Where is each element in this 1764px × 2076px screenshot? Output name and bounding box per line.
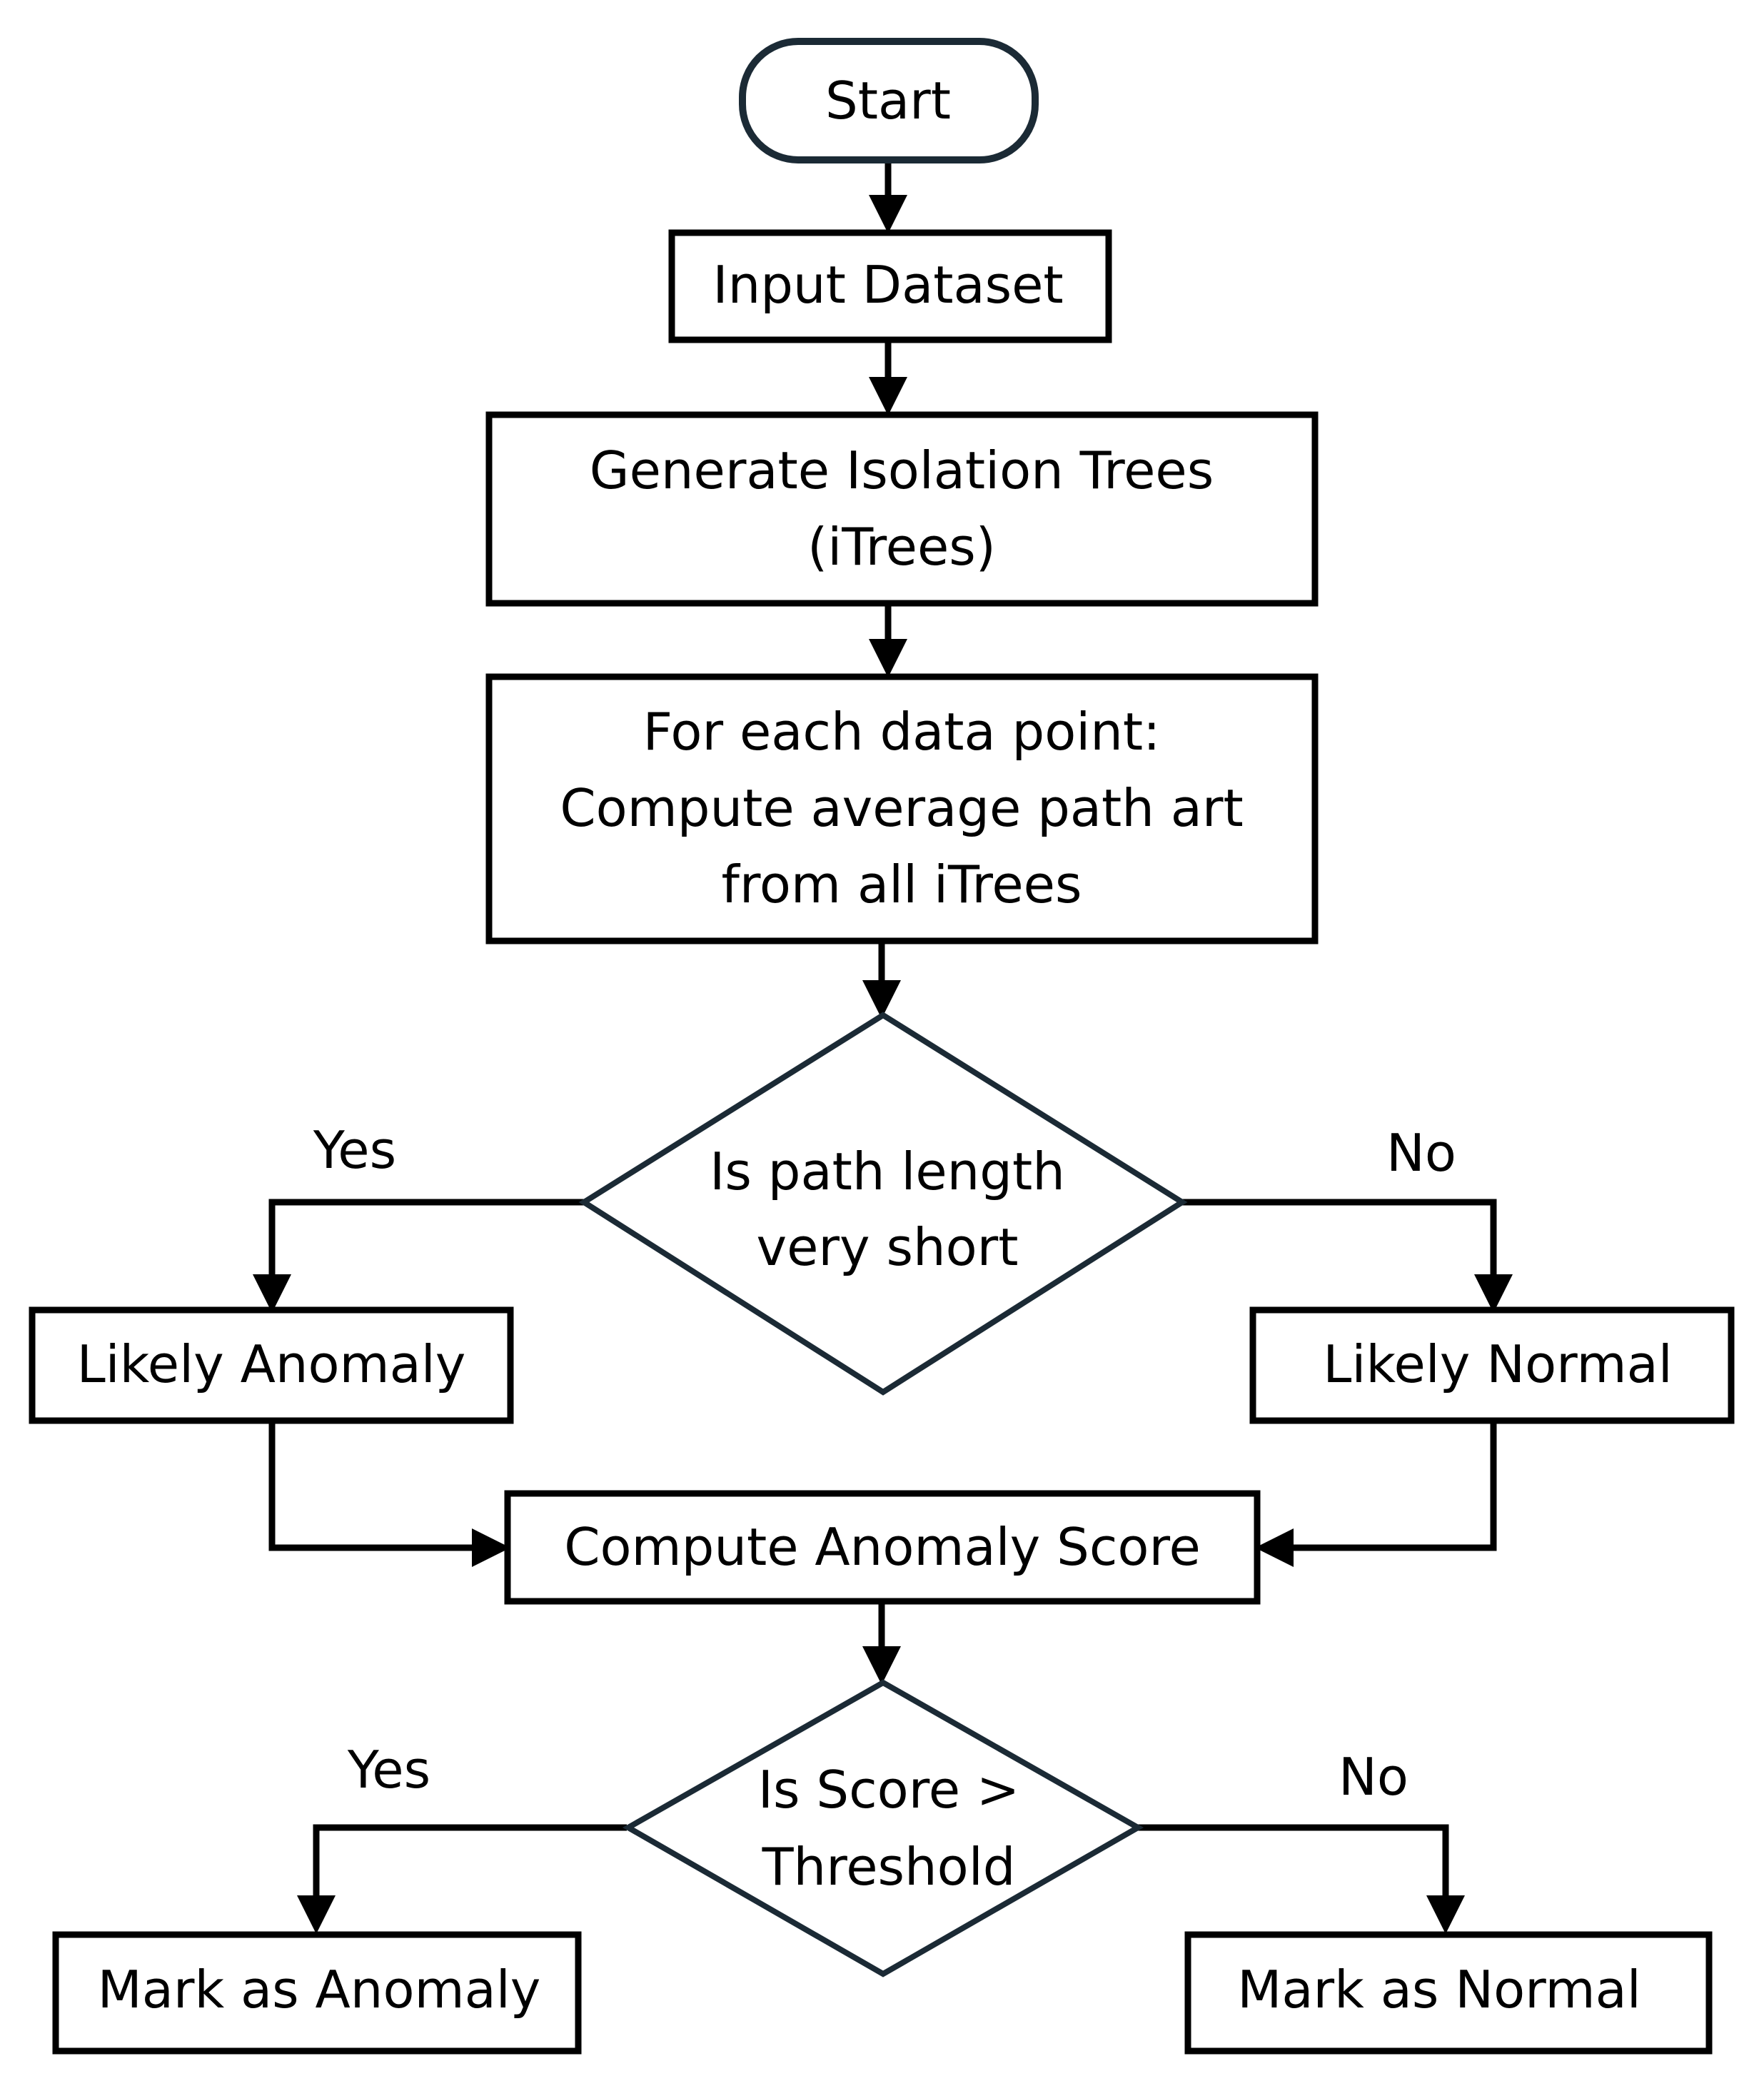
- path-length-decision-label-line2: very short: [756, 1217, 1018, 1277]
- arrow-score-yes: [297, 1824, 627, 1934]
- compute-score-node: Compute Anomaly Score: [504, 1490, 1261, 1605]
- score-decision-label-line1: Is Score >: [758, 1760, 1020, 1820]
- start-node: Start: [739, 38, 1039, 163]
- connectors: [253, 160, 1513, 1934]
- path-length-decision: Is path length very short: [578, 1012, 1188, 1396]
- path-length-decision-label-line1: Is path length: [710, 1142, 1065, 1201]
- compute-path-label-line2: Compute average path art: [560, 778, 1243, 838]
- likely-normal-node: Likely Normal: [1249, 1306, 1735, 1424]
- mark-anomaly-node: Mark as Anomaly: [52, 1931, 582, 2055]
- start-label: Start: [825, 71, 951, 131]
- generate-itrees-label-line2: (iTrees): [807, 517, 996, 577]
- input-dataset-label: Input Dataset: [712, 255, 1063, 315]
- likely-anomaly-node: Likely Anomaly: [29, 1306, 514, 1424]
- compute-score-label: Compute Anomaly Score: [564, 1517, 1201, 1577]
- arrow-path-yes: [253, 1199, 585, 1313]
- arrow-score-no: [1136, 1824, 1465, 1934]
- generate-itrees-label-line1: Generate Isolation Trees: [590, 440, 1214, 500]
- arrow-path-no: [1179, 1199, 1513, 1313]
- generate-itrees-node: Generate Isolation Trees (iTrees): [485, 411, 1319, 607]
- compute-path-label-line1: For each data point:: [643, 702, 1161, 762]
- mark-normal-node: Mark as Normal: [1184, 1931, 1713, 2055]
- compute-path-label-line3: from all iTrees: [722, 855, 1082, 914]
- score-threshold-decision: Is Score > Threshold: [622, 1679, 1144, 1977]
- likely-anomaly-label: Likely Anomaly: [77, 1334, 466, 1394]
- mark-anomaly-label: Mark as Anomaly: [98, 1960, 541, 2020]
- input-dataset-node: Input Dataset: [668, 229, 1112, 343]
- score-yes-label: Yes: [347, 1740, 430, 1800]
- path-yes-label: Yes: [313, 1120, 396, 1180]
- score-no-label: No: [1339, 1747, 1408, 1807]
- score-decision-label-line2: Threshold: [762, 1837, 1016, 1897]
- path-no-label: No: [1386, 1123, 1456, 1183]
- arrow-normal-to-score: [1255, 1421, 1497, 1567]
- mark-normal-label: Mark as Normal: [1237, 1960, 1640, 2020]
- arrow-anomaly-to-score: [268, 1421, 510, 1567]
- likely-normal-label: Likely Normal: [1323, 1334, 1673, 1394]
- compute-path-node: For each data point: Compute average pat…: [485, 673, 1319, 944]
